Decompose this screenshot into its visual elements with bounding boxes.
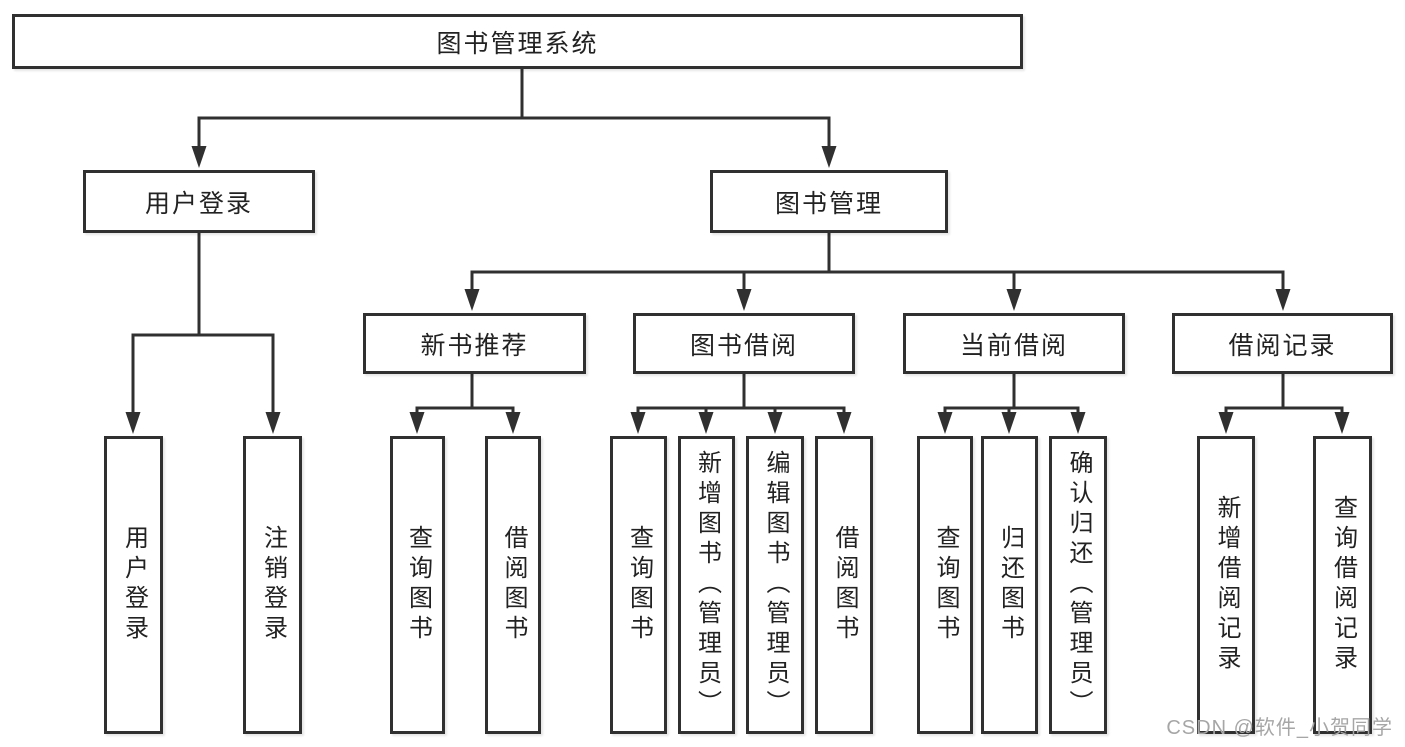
node-borrowing-records: 借阅记录: [1172, 313, 1393, 374]
node-label: 编辑图书（管理员）: [762, 450, 789, 720]
leaf-add-books-admin: 新增图书（管理员）: [678, 436, 735, 734]
node-label: 当前借阅: [959, 331, 1068, 360]
leaf-query-borrow-record: 查询借阅记录: [1313, 436, 1372, 734]
node-label: 查询图书: [932, 525, 959, 645]
node-book-management: 图书管理: [710, 170, 948, 233]
leaf-return-books: 归还图书: [981, 436, 1038, 734]
node-label: 借阅图书: [500, 525, 527, 645]
leaf-logout: 注销登录: [243, 436, 302, 734]
node-new-book-recommendation: 新书推荐: [363, 313, 586, 374]
node-label: 新增借阅记录: [1213, 495, 1240, 675]
node-label: 确认归还（管理员）: [1065, 450, 1092, 720]
node-label: 查询图书: [404, 525, 432, 645]
node-label: 新增图书（管理员）: [693, 450, 721, 720]
node-label: 注销登录: [259, 525, 287, 645]
node-label: 图书借阅: [689, 331, 798, 360]
node-label: 借阅图书: [831, 525, 858, 645]
leaf-borrow-books-recommend: 借阅图书: [485, 436, 541, 734]
node-library-management-system: 图书管理系统: [12, 14, 1023, 69]
leaf-borrow-books: 借阅图书: [815, 436, 873, 734]
node-label: 归还图书: [996, 525, 1024, 645]
node-label: 图书管理系统: [436, 29, 599, 58]
node-book-borrowing: 图书借阅: [633, 313, 855, 374]
csdn-watermark: CSDN @软件_小贺同学: [1166, 717, 1393, 739]
node-label: 用户登录: [144, 189, 253, 218]
node-current-borrowing: 当前借阅: [903, 313, 1125, 374]
node-label: 查询借阅记录: [1329, 495, 1357, 675]
node-label: 借阅记录: [1228, 331, 1337, 360]
leaf-query-books-borrow: 查询图书: [610, 436, 667, 734]
node-label: 新书推荐: [420, 331, 529, 360]
leaf-user-login: 用户登录: [104, 436, 163, 734]
leaf-add-borrow-record: 新增借阅记录: [1197, 436, 1255, 734]
leaf-query-books-current: 查询图书: [917, 436, 973, 734]
leaf-query-books-recommend: 查询图书: [390, 436, 445, 734]
node-label: 图书管理: [774, 189, 883, 218]
leaf-confirm-return-admin: 确认归还（管理员）: [1049, 436, 1107, 734]
node-user-login: 用户登录: [83, 170, 315, 233]
node-label: 查询图书: [625, 525, 653, 645]
node-label: 用户登录: [120, 525, 148, 645]
leaf-edit-books-admin: 编辑图书（管理员）: [746, 436, 804, 734]
